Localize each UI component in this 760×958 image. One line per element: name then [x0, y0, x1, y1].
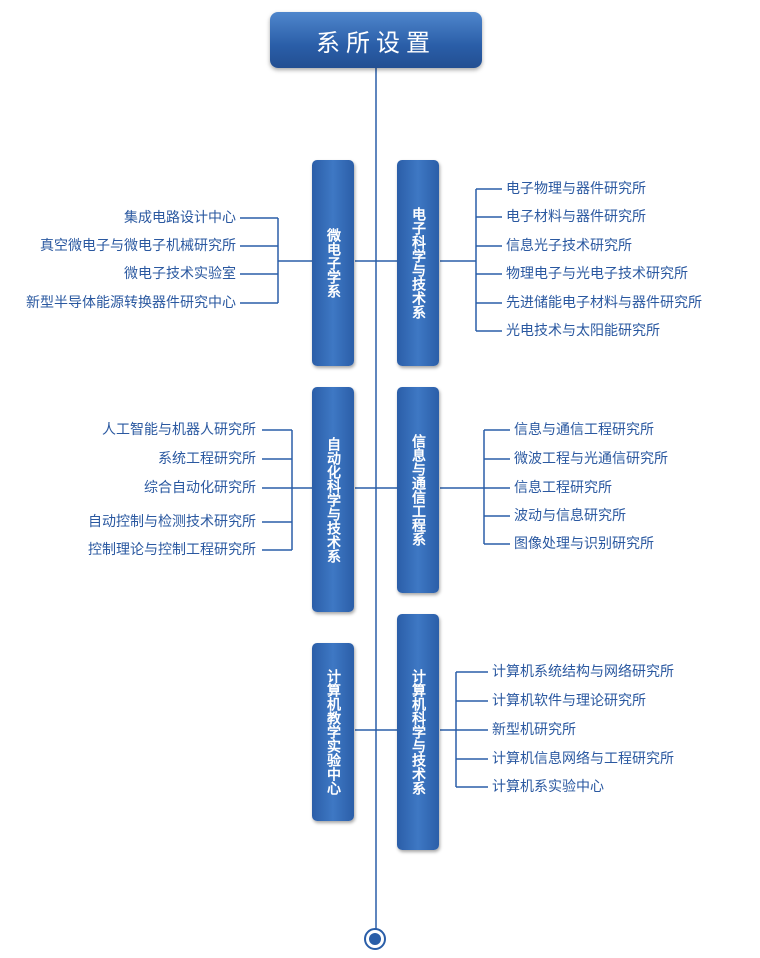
dept-label: 电子科学与技术系	[410, 207, 426, 319]
list-item[interactable]: 集成电路设计中心	[124, 210, 236, 226]
list-item[interactable]: 微波工程与光通信研究所	[514, 451, 668, 467]
list-item[interactable]: 人工智能与机器人研究所	[102, 422, 256, 438]
list-item[interactable]: 真空微电子与微电子机械研究所	[40, 238, 236, 254]
dept-box-automation[interactable]: 自动化科学与技术系	[312, 387, 354, 612]
list-item[interactable]: 光电技术与太阳能研究所	[506, 323, 660, 339]
dept-label: 信息与通信工程系	[410, 434, 426, 546]
list-item[interactable]: 新型机研究所	[492, 722, 576, 738]
list-item[interactable]: 综合自动化研究所	[144, 480, 256, 496]
dept-box-microelectronics[interactable]: 微电子学系	[312, 160, 354, 366]
list-item[interactable]: 信息光子技术研究所	[506, 238, 632, 254]
list-item[interactable]: 先进储能电子材料与器件研究所	[506, 295, 702, 311]
dept-label: 计算机科学与技术系	[410, 669, 426, 795]
list-item[interactable]: 信息与通信工程研究所	[514, 422, 654, 438]
spine-end-dot	[364, 928, 386, 950]
list-item[interactable]: 计算机软件与理论研究所	[492, 693, 646, 709]
dept-label: 自动化科学与技术系	[325, 436, 341, 563]
dept-box-electronic-science[interactable]: 电子科学与技术系	[397, 160, 439, 366]
list-item[interactable]: 微电子技术实验室	[124, 266, 236, 282]
list-item[interactable]: 计算机系统结构与网络研究所	[492, 664, 674, 680]
list-item[interactable]: 电子物理与器件研究所	[506, 181, 646, 197]
list-item[interactable]: 控制理论与控制工程研究所	[88, 542, 256, 558]
list-item[interactable]: 信息工程研究所	[514, 480, 612, 496]
page-title: 系所设置	[270, 12, 482, 68]
dept-box-computer-teaching-center[interactable]: 计算机教学实验中心	[312, 643, 354, 821]
list-item[interactable]: 电子材料与器件研究所	[506, 209, 646, 225]
list-item[interactable]: 图像处理与识别研究所	[514, 536, 654, 552]
dept-box-information-communication[interactable]: 信息与通信工程系	[397, 387, 439, 593]
list-item[interactable]: 物理电子与光电子技术研究所	[506, 266, 688, 282]
list-item[interactable]: 自动控制与检测技术研究所	[88, 514, 256, 530]
list-item[interactable]: 系统工程研究所	[158, 451, 256, 467]
dept-label: 微电子学系	[325, 228, 341, 298]
list-item[interactable]: 新型半导体能源转换器件研究中心	[26, 295, 236, 311]
list-item[interactable]: 计算机信息网络与工程研究所	[492, 751, 674, 767]
list-item[interactable]: 波动与信息研究所	[514, 508, 626, 524]
list-item[interactable]: 计算机系实验中心	[492, 779, 604, 795]
dept-box-computer-science[interactable]: 计算机科学与技术系	[397, 614, 439, 850]
dept-label: 计算机教学实验中心	[325, 669, 341, 795]
